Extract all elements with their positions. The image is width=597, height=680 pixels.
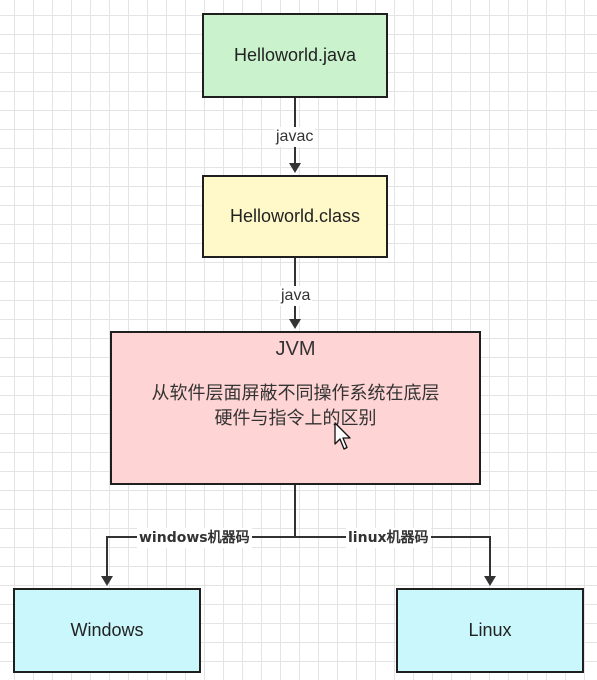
node-helloworld-class[interactable]: Helloworld.class xyxy=(202,175,388,258)
edge-label-linux-machine-code: linux机器码 xyxy=(346,528,431,548)
jvm-description-line-1: 从软件层面屏蔽不同操作系统在底层 xyxy=(151,383,440,404)
mouse-cursor-icon xyxy=(334,422,351,450)
edge-label-java: java xyxy=(279,286,313,306)
node-helloworld-java-label: Helloworld.java xyxy=(233,45,357,65)
node-helloworld-class-label: Helloworld.class xyxy=(229,206,361,226)
edge-label-javac: javac xyxy=(274,127,316,147)
jvm-title: JVM xyxy=(275,338,316,360)
node-linux-label: Linux xyxy=(468,620,512,640)
jvm-description: 从软件层面屏蔽不同操作系统在底层 硬件与指令上的区别 xyxy=(152,381,440,431)
node-windows-label: Windows xyxy=(70,620,144,640)
node-windows[interactable]: Windows xyxy=(13,588,201,673)
node-helloworld-java[interactable]: Helloworld.java xyxy=(202,13,388,98)
node-jvm[interactable]: JVM 从软件层面屏蔽不同操作系统在底层 硬件与指令上的区别 xyxy=(110,331,481,485)
jvm-description-line-2: 硬件与指令上的区别 xyxy=(214,408,377,429)
edge-label-windows-machine-code: windows机器码 xyxy=(137,528,252,548)
node-linux[interactable]: Linux xyxy=(396,588,584,673)
